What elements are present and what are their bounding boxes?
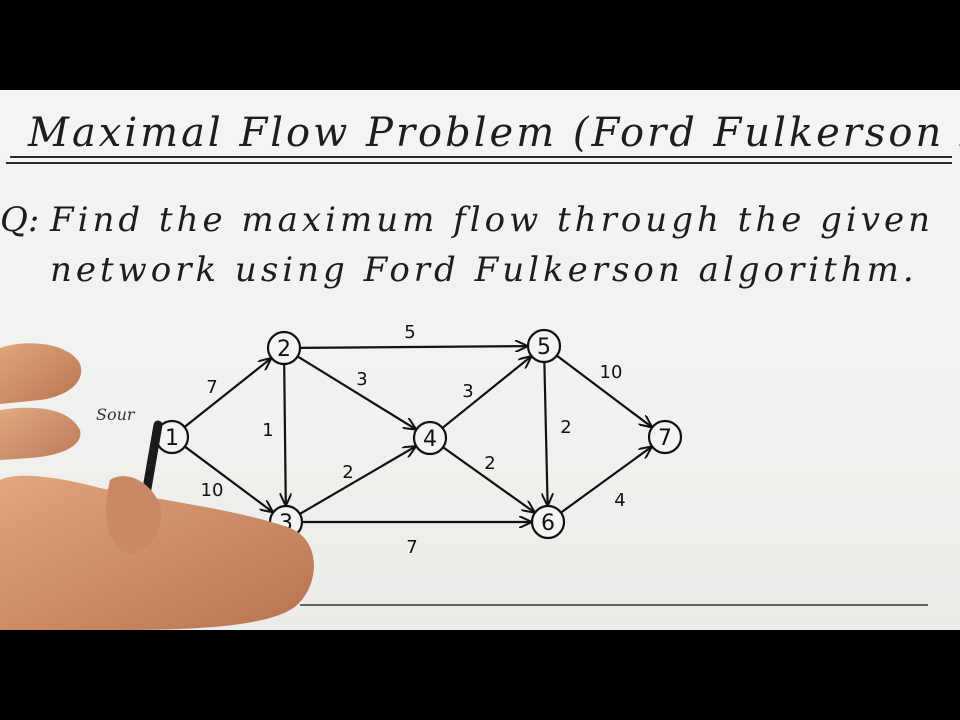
node-label-6: 6	[541, 511, 555, 536]
node-4	[412, 420, 448, 456]
question-line-2: network using Ford Fulkerson algorithm.	[50, 250, 918, 290]
node-label-4: 4	[423, 427, 437, 452]
edge-4-6	[442, 446, 534, 512]
edge-capacity-1-2: 7	[206, 377, 217, 398]
edge-capacity-3-4: 2	[342, 462, 353, 483]
edge-1-2	[183, 359, 271, 428]
node-label-7: 7	[658, 426, 672, 451]
title-underline	[10, 156, 952, 158]
edge-3-4	[299, 447, 415, 515]
title-underline-second	[6, 162, 952, 164]
edge-1-3	[184, 445, 273, 512]
node-7	[647, 419, 683, 455]
edge-capacity-5-6: 2	[560, 417, 571, 438]
node-label-1: 1	[165, 426, 179, 451]
edge-capacity-4-5: 3	[462, 381, 473, 402]
node-label-2: 2	[277, 337, 291, 362]
source-label: Sour	[96, 405, 135, 424]
page-title: Maximal Flow Problem (Ford Fulkerson Rul…	[28, 110, 960, 156]
question-line-1: Find the maximum flow through the given	[50, 200, 935, 240]
edge-5-7	[556, 354, 652, 427]
question-label: Q:	[0, 200, 40, 240]
node-6	[530, 504, 566, 540]
node-2	[266, 330, 302, 366]
node-label-5: 5	[537, 335, 551, 360]
edge-5-6	[544, 361, 547, 505]
edge-capacity-5-7: 10	[600, 362, 623, 383]
edge-capacity-2-3: 1	[262, 420, 273, 441]
edge-2-4	[297, 355, 416, 429]
edge-capacity-6-7: 4	[614, 490, 625, 511]
edge-capacity-2-4: 3	[356, 369, 367, 390]
edge-capacity-3-6: 7	[406, 537, 417, 558]
hand-image	[0, 343, 314, 630]
edge-capacity-2-5: 5	[404, 322, 415, 343]
node-5	[526, 328, 562, 364]
paper-sheet: Maximal Flow Problem (Ford Fulkerson Rul…	[0, 90, 960, 630]
edge-4-5	[441, 357, 530, 429]
edge-6-7	[560, 447, 651, 514]
edge-2-3	[284, 363, 286, 505]
edge-capacity-1-3: 10	[201, 480, 224, 501]
edge-2-5	[299, 346, 527, 348]
edge-capacity-4-6: 2	[484, 453, 495, 474]
